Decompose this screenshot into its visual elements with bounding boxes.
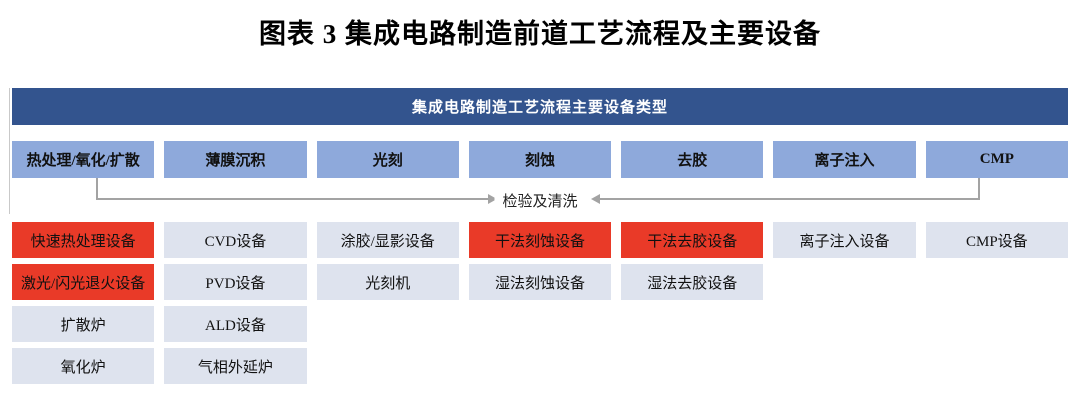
equipment-box: 涂胶/显影设备 <box>316 222 459 258</box>
category-header-3: 光刻 <box>316 141 459 178</box>
equipment-box: 离子注入设备 <box>773 222 916 258</box>
category-header-7: CMP <box>925 141 1068 178</box>
inspection-label: 检验及清洗 <box>494 190 586 211</box>
banner: 集成电路制造工艺流程主要设备类型 <box>12 88 1068 125</box>
equipment-box: ALD设备 <box>164 306 307 342</box>
equipment-box: 扩散炉 <box>12 306 155 342</box>
equipment-box: 湿法刻蚀设备 <box>468 264 612 300</box>
process-grid: 检验及清洗 热处理/氧化/扩散快速热处理设备激光/闪光退火设备扩散炉氧化炉 薄膜沉… <box>12 141 1068 390</box>
equipment-box: 湿法去胶设备 <box>621 264 764 300</box>
equipment-box: 光刻机 <box>316 264 459 300</box>
connector-left-vertical <box>96 178 98 199</box>
equipment-box: PVD设备 <box>164 264 307 300</box>
equipment-box: CMP设备 <box>925 222 1068 258</box>
connector-right-vertical <box>978 178 980 199</box>
equipment-box: 干法刻蚀设备 <box>468 222 612 258</box>
equipment-box: 干法去胶设备 <box>621 222 764 258</box>
category-header-1: 热处理/氧化/扩散 <box>12 141 155 178</box>
arrow-right-icon <box>488 194 497 204</box>
connector-left-line <box>96 198 488 200</box>
figure-title: 图表 3 集成电路制造前道工艺流程及主要设备 <box>259 19 821 49</box>
banner-label: 集成电路制造工艺流程主要设备类型 <box>411 100 668 116</box>
connector-right-line <box>600 198 980 200</box>
inspection-row: 检验及清洗 <box>12 178 1068 222</box>
arrow-left-icon <box>591 194 600 204</box>
category-header-6: 离子注入 <box>773 141 916 178</box>
equipment-box: CVD设备 <box>164 222 307 258</box>
left-edge-line <box>9 88 10 214</box>
category-header-2: 薄膜沉积 <box>164 141 307 178</box>
equipment-box: 氧化炉 <box>12 348 155 384</box>
equipment-box: 气相外延炉 <box>164 348 307 384</box>
equipment-box: 激光/闪光退火设备 <box>12 264 155 300</box>
category-header-5: 去胶 <box>621 141 764 178</box>
category-header-4: 刻蚀 <box>468 141 612 178</box>
equipment-box: 快速热处理设备 <box>12 222 155 258</box>
